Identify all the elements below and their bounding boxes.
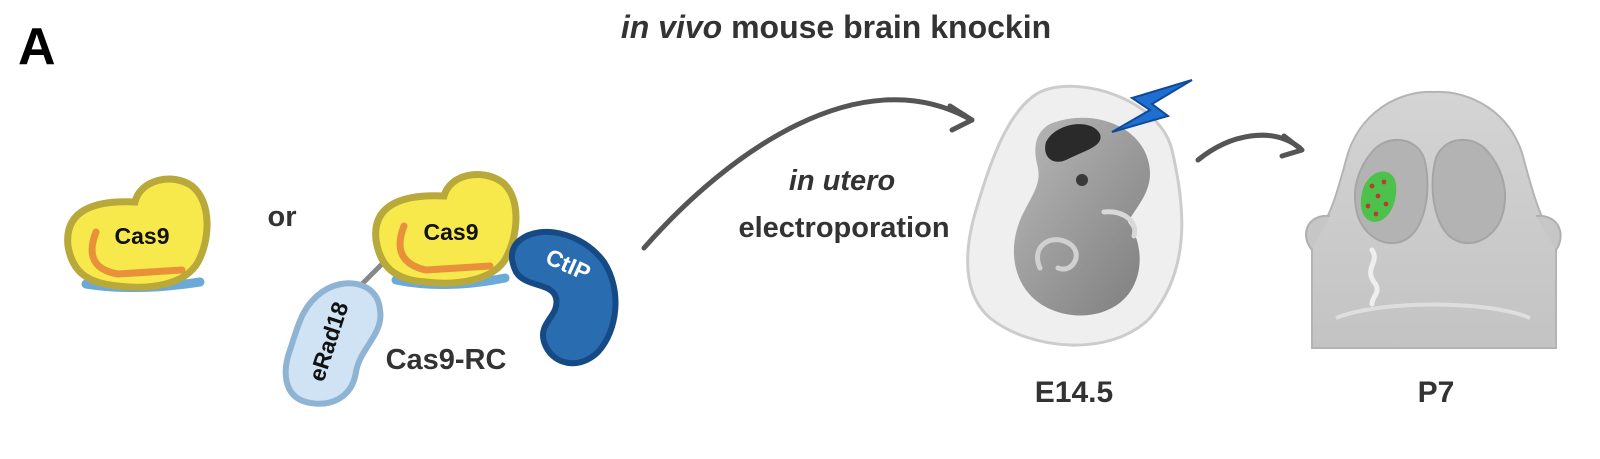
embryo-body [1013, 117, 1150, 316]
fusion-name-label: Cas9-RC [386, 344, 507, 376]
cas9-protein-left: Cas9 [64, 175, 211, 293]
in-utero-label: in utero [789, 165, 895, 197]
labeled-cell [1365, 203, 1371, 209]
embryo-eye [1076, 174, 1088, 186]
erad18-body [282, 280, 384, 407]
brain-hemisphere-right [1431, 138, 1506, 244]
labeled-cell [1373, 211, 1379, 217]
curved-arrow-icon [947, 103, 975, 133]
pup-head-illustration [1305, 90, 1562, 349]
curved-arrow-icon-2 [1279, 133, 1305, 159]
cas9-label-right: Cas9 [424, 219, 479, 245]
figure-title: in vivo mouse brain knockin [621, 9, 1051, 45]
embryo-limb [1101, 209, 1138, 239]
lightning-bolt-icon [1111, 79, 1193, 133]
pup-head [1311, 90, 1557, 349]
pup-neck-line [1335, 302, 1531, 320]
electroporation-label: electroporation [738, 212, 949, 244]
embryo-illustration [966, 79, 1193, 347]
pup-ear-left [1305, 214, 1331, 251]
guide-rna-right [396, 222, 494, 274]
cas9-rc-fusion: eRad18 Cas9 CtIP [282, 171, 619, 407]
labeled-cell [1381, 179, 1387, 185]
embryo-tail [1035, 237, 1079, 272]
ctip-body [508, 228, 619, 367]
pup-ear-right [1535, 214, 1562, 251]
cas9-label-left: Cas9 [115, 223, 170, 249]
cas9-body-left [64, 175, 211, 291]
embryo-brain-region [1045, 124, 1101, 162]
pup-snout-line [1368, 247, 1380, 307]
labeled-cell [1383, 201, 1389, 207]
title-rest: mouse brain knockin [722, 9, 1051, 45]
labeled-cell [1375, 193, 1381, 199]
guide-rna-left [88, 228, 186, 278]
title-italic: in vivo [621, 9, 722, 45]
panel-label: A [18, 18, 56, 76]
stage-label-embryo: E14.5 [1035, 376, 1113, 409]
stage-label-pup: P7 [1418, 376, 1455, 409]
cas9-body-right [372, 171, 520, 287]
labeled-cell [1369, 183, 1375, 189]
or-label: or [268, 201, 297, 233]
curved-arrow-to-embryo [641, 97, 971, 251]
